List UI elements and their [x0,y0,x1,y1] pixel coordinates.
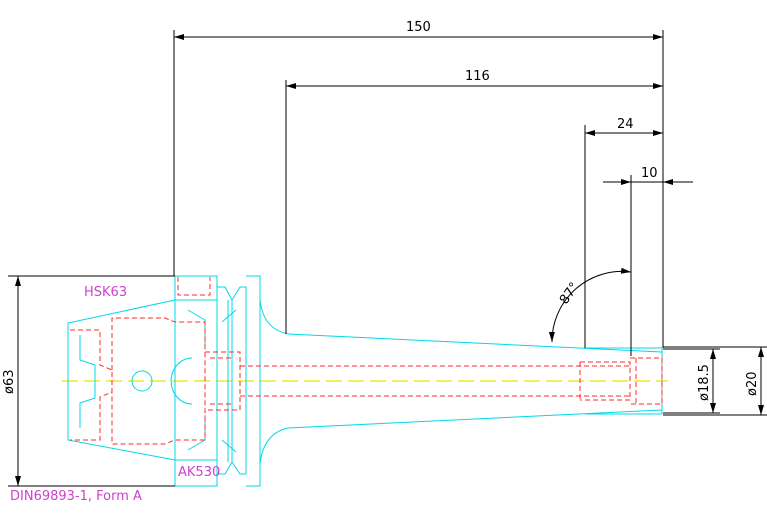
label-adapter: AK530 [178,465,220,480]
dim-taper-offset: 24 [617,117,634,132]
dim-flange-diameter: ø63 [2,370,17,395]
label-interface: HSK63 [84,285,127,300]
dim-tip-diameter: ø20 [745,372,760,397]
hidden-lines [70,277,663,445]
dim-bore-diameter: ø18.5 [697,364,712,401]
dim-angle: 87° [557,280,583,307]
dimension-lines [8,30,767,487]
dim-tip-length: 10 [641,166,658,181]
dim-gauge-length: 116 [465,69,490,84]
label-standard: DIN69893-1, Form A [10,489,142,504]
dim-overall-length: 150 [406,20,431,35]
